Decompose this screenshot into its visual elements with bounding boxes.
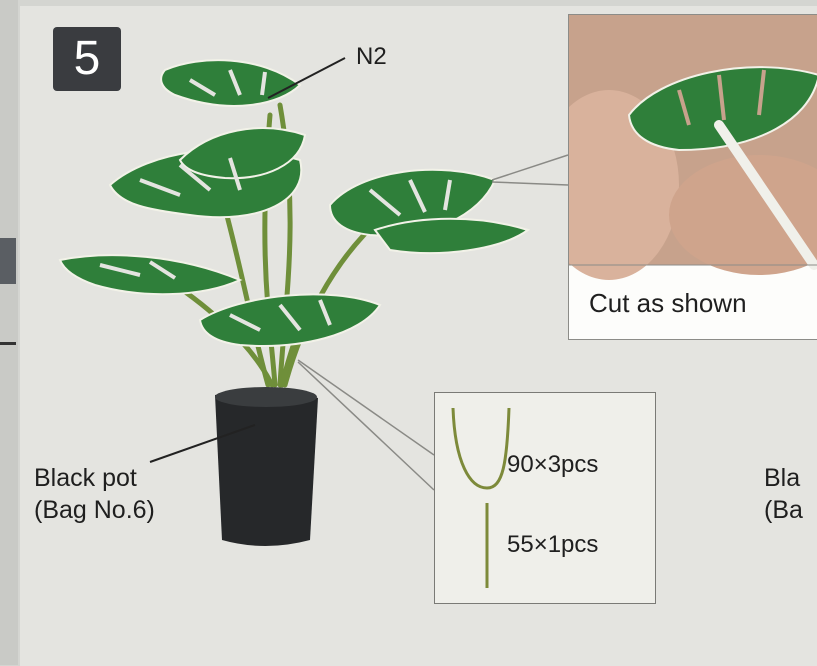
stem-parts-box: 90×3pcs 55×1pcs [434, 392, 656, 604]
black-pot-label-line2: (Bag No.6) [34, 494, 155, 526]
cropped-right-label-line2: (Ba [764, 494, 803, 526]
black-pot-label: Black pot (Bag No.6) [34, 462, 155, 526]
cropped-right-label: Bla (Ba [764, 462, 803, 526]
cut-detail-inset: Cut as shown [568, 14, 817, 340]
stem-label-55: 55×1pcs [507, 531, 598, 559]
black-pot-label-line1: Black pot [34, 462, 155, 494]
u-shaped-stem-icon [453, 408, 509, 488]
inset-caption: Cut as shown [589, 288, 747, 319]
leaf-part-label: N2 [356, 41, 387, 73]
stem-shapes [435, 393, 657, 605]
stem-label-90: 90×3pcs [507, 451, 598, 479]
black-pot [215, 387, 318, 546]
step-number-badge: 5 [53, 27, 121, 91]
cropped-right-label-line1: Bla [764, 462, 803, 494]
